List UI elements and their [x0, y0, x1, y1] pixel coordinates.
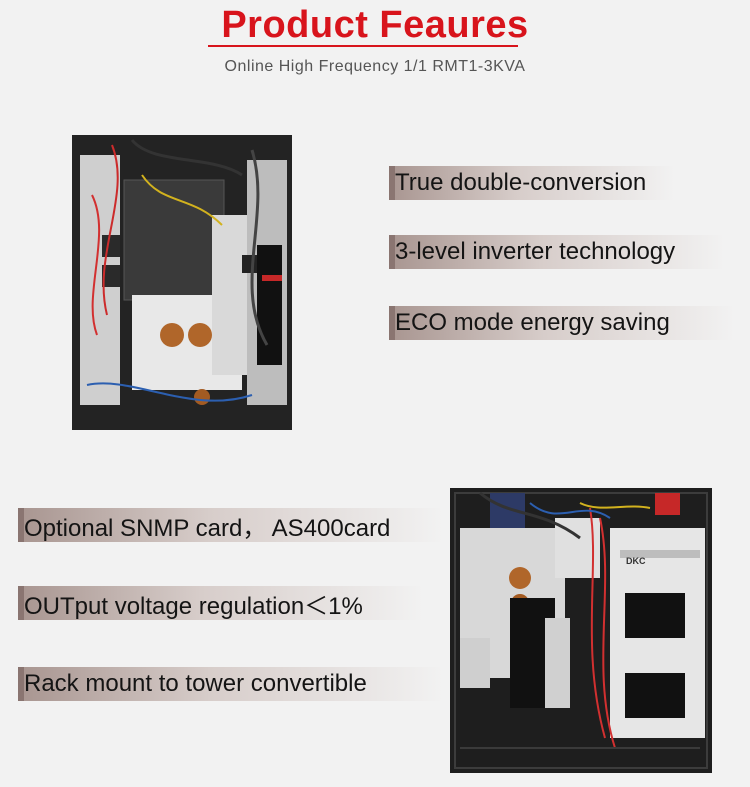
feature-snmp-card: Optional SNMP card， AS400card [18, 508, 444, 542]
feature-output-voltage-regulation: OUTput voltage regulation＜1% [18, 586, 424, 620]
feature-bar [389, 166, 395, 200]
feature-label: Rack mount to tower convertible [24, 670, 367, 697]
feature-bar [18, 508, 24, 542]
battery-brand-label: DKC [626, 556, 646, 566]
title-underline [208, 45, 518, 47]
page-subtitle: Online High Frequency 1/1 RMT1-3KVA [224, 58, 526, 75]
feature-rack-to-tower: Rack mount to tower convertible [18, 667, 444, 701]
feature-eco-mode: ECO mode energy saving [389, 306, 735, 340]
feature-true-double-conversion: True double-conversion [389, 166, 675, 200]
feature-3-level-inverter: 3-level inverter technology [389, 235, 725, 269]
feature-bar [389, 235, 395, 269]
feature-bar [18, 586, 24, 620]
feature-label: True double-conversion [395, 169, 647, 196]
ups-internal-photo-top [72, 135, 292, 430]
feature-label: 3-level inverter technology [395, 238, 676, 265]
feature-label: ECO mode energy saving [395, 309, 670, 336]
ups-internal-photo-bottom: DKC [450, 488, 712, 773]
feature-bar [18, 667, 24, 701]
feature-bar [389, 306, 395, 340]
feature-label: Optional SNMP card， AS400card [24, 514, 391, 542]
page-title: Product Feaures [221, 4, 529, 46]
feature-label: OUTput voltage regulation＜1% [24, 592, 363, 620]
